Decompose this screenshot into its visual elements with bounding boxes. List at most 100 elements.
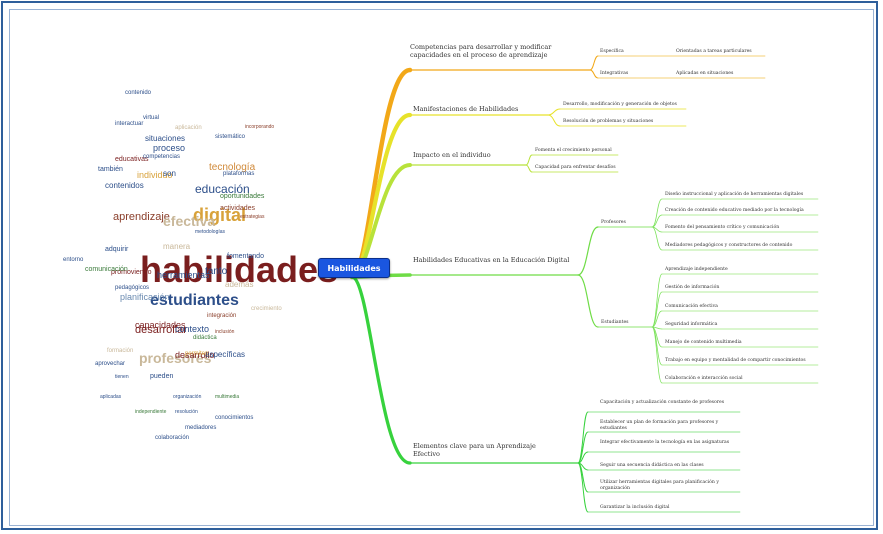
sub-node-label[interactable]: Integrar efectivamente la tecnología en … [600,440,730,445]
group-label[interactable]: Profesores [601,220,626,225]
item-label[interactable]: Trabajo en equipo y mentalidad de compar… [665,358,806,363]
word-cloud-word: estrategias [240,214,265,220]
word-cloud-word: tecnología [209,162,256,173]
word-cloud-word: situaciones [145,134,186,143]
word-cloud-word: pueden [150,373,174,380]
word-cloud-word: profesores [139,350,212,366]
image-inner-border [9,9,874,526]
sub-node-label[interactable]: Capacidad para enfrentar desafíos [535,165,616,170]
word-cloud-word: virtual [143,115,160,121]
branch-connector [350,275,412,465]
word-cloud-word: incorporando [245,124,275,130]
word-cloud-word: específicas [205,350,246,359]
word-cloud-word: didáctica [193,335,217,341]
item-label[interactable]: Fomento del pensamiento crítico y comuni… [665,225,780,230]
word-cloud-word: herramientas [157,270,210,280]
item-connector [651,326,663,384]
branch-label[interactable]: Elementos clave para un Aprendizaje Efec… [413,442,536,458]
word-cloud-word: desarrollo [175,350,215,360]
word-cloud-word: capacidades [135,320,186,330]
item-label[interactable]: Aprendizaje independiente [665,267,728,272]
branch-label[interactable]: Impacto en el individuo [413,151,491,159]
word-cloud-word: fomentando [227,253,264,260]
sub-connector [577,411,589,464]
word-cloud-word: estudiantes [150,292,239,309]
word-cloud-word: adquirir [105,246,129,253]
word-cloud-word: desarrollar [135,324,187,336]
word-cloud-word: permiten [185,351,209,357]
leaf-node-label[interactable]: Aplicadas en situaciones [676,71,734,76]
sub-node-label[interactable]: Específica [600,49,624,54]
item-label[interactable]: Manejo de contenido multimedia [665,340,742,345]
branch-label[interactable]: Habilidades Educativas en la Educación D… [413,256,570,264]
item-connector [651,291,663,328]
item-label[interactable]: Seguridad informática [665,322,718,327]
word-cloud-word: además [225,280,254,289]
word-cloud-word: también [98,166,123,173]
item-label[interactable]: Colaboración e interacción social [665,376,743,381]
sub-connector [577,462,589,513]
word-cloud-word: proceso [153,143,186,153]
word-cloud-word: plataformas [223,171,255,177]
word-cloud-word: independiente [135,409,167,415]
group-connector [577,226,599,276]
sub-node-label[interactable]: Fomenta el crecimiento personal [535,148,612,153]
word-cloud-word: educación [195,182,250,196]
item-connector [651,214,663,228]
item-label[interactable]: Mediadores pedagógicos y constructores d… [665,243,793,248]
item-connector [651,310,663,328]
item-connector [651,198,663,228]
word-cloud-word: mediadores [185,425,217,431]
sub-node-label[interactable]: Resolución de problemas y situaciones [563,119,654,124]
word-cloud-word: contenidos [105,181,144,190]
word-cloud-word: aprendizaje [113,211,170,223]
sub-connector [525,164,533,173]
word-cloud-word: organización [173,394,202,400]
word-cloud-word: oportunidades [220,193,265,200]
sub-connector [589,55,599,71]
item-connector [651,273,663,328]
word-cloud-word: resolución [175,409,198,415]
word-cloud-word: planificación [120,292,170,302]
word-cloud-word: promoviendo [111,269,152,276]
word-cloud-word: individuo [137,170,173,180]
item-label[interactable]: Diseño instruccional y aplicación de her… [665,192,804,197]
word-cloud-word: digital [193,205,246,225]
branch-label[interactable]: Competencias para desarrollar y modifica… [410,43,552,59]
word-cloud-word: contenido [125,90,152,96]
word-cloud-word: educativas [115,156,149,163]
word-cloud-word: aplicación [175,125,202,131]
word-cloud-word: tienen [115,374,129,380]
leaf-node-label[interactable]: Orientadas a tareas particulares [676,49,752,54]
central-node-habilidades[interactable]: Habilidades [318,258,390,278]
word-cloud-word: colaboración [155,435,190,441]
group-label[interactable]: Estudiantes [601,320,629,325]
word-cloud-word: integración [207,313,237,319]
word-cloud-word: multimedia [215,394,240,400]
sub-node-label[interactable]: Garantizar la inclusión digital [600,505,670,510]
word-cloud-word: contexto [175,324,210,334]
word-cloud-word: aplicadas [100,394,122,400]
word-cloud-word: inclusión [215,329,235,335]
word-cloud-word: metodologías [195,229,226,235]
word-cloud-word: formación [107,348,134,354]
branch-label[interactable]: Manifestaciones de Habilidades [413,105,519,113]
sub-node-label[interactable]: Desarrollo, modificación y generación de… [563,102,677,107]
sub-node-label[interactable]: Utilizar herramientas digitales para pla… [600,480,719,491]
sub-node-label[interactable]: Integrativas [600,71,629,76]
item-label[interactable]: Gestión de información [665,285,720,290]
word-cloud-word: son [163,169,176,178]
sub-node-label[interactable]: Establecer un plan de formación para pro… [600,420,719,431]
word-cloud-word: efectiva [163,213,216,229]
item-label[interactable]: Comunicación efectiva [665,304,718,309]
item-connector [651,226,663,251]
item-label[interactable]: Creación de contenido educativo mediado … [665,208,804,213]
word-cloud-word: actividades [220,205,256,212]
sub-node-label[interactable]: Seguir una secuencia didáctica en las cl… [600,463,704,468]
word-cloud-word: tanto [205,266,228,277]
sub-node-label[interactable]: Capacitación y actualización constante d… [600,400,725,405]
word-cloud-word: manera [163,242,191,251]
word-cloud-word: entorno [63,257,84,263]
